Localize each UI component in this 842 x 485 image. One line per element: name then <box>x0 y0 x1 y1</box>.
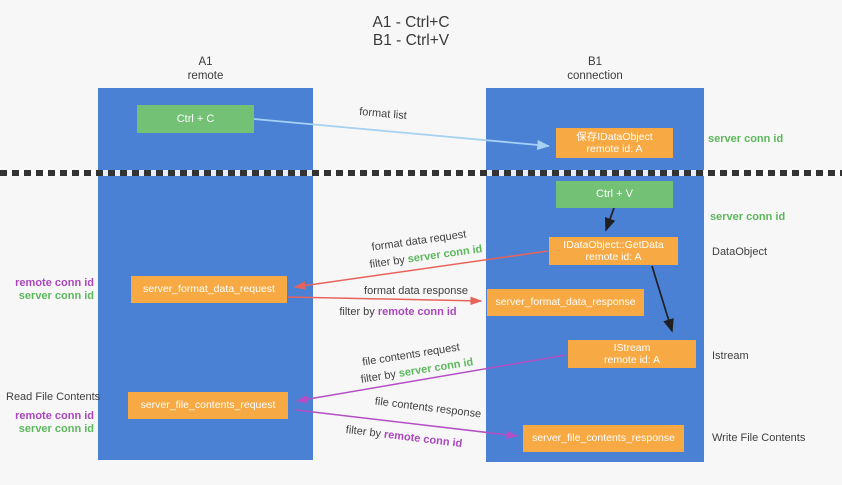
remote-conn-id-text: remote conn id <box>383 428 463 451</box>
annotation-write-file-contents: Write File Contents <box>712 432 806 444</box>
node-idataobject-getdata-line1: IDataObject::GetData <box>563 238 664 251</box>
node-save-dataobject-line2: remote id: A <box>586 143 643 155</box>
annotation-server-conn-id-mid: server conn id <box>710 211 786 223</box>
column-a-header: A1 remote <box>98 55 313 83</box>
column-b-header: B1 connection <box>486 55 704 83</box>
node-istream-line1: IStream <box>613 341 651 354</box>
node-server-file-contents-response: server_file_contents_response <box>523 425 684 452</box>
node-server-format-data-request: server_format_data_request <box>131 276 287 303</box>
title-line-2: B1 - Ctrl+V <box>372 31 450 49</box>
flow-label-format-data-response: format data response <box>364 285 468 297</box>
node-idataobject-getdata: IDataObject::GetData remote id: A <box>549 237 678 265</box>
node-server-format-data-request-label: server_format_data_request <box>143 283 275 296</box>
annotation-remote-conn-id-bottom: remote conn id <box>15 410 94 422</box>
dashed-divider-line <box>0 170 842 176</box>
node-idataobject-getdata-line2: remote id: A <box>585 251 642 263</box>
annotation-remote-conn-id-top: remote conn id <box>15 277 94 289</box>
node-ctrl-c: Ctrl + C <box>137 105 254 133</box>
arrow-format-data-response <box>287 296 483 305</box>
annotation-server-conn-id-top: server conn id <box>708 133 784 145</box>
filter-by-text: filter by <box>339 306 375 318</box>
annotation-read-file-contents: Read File Contents <box>6 391 101 403</box>
node-save-dataobject-line1: 保存IDataObject <box>576 130 653 143</box>
node-server-format-data-response-label: server_format_data_response <box>495 296 636 309</box>
node-save-dataobject: 保存IDataObject remote id: A <box>556 128 673 158</box>
node-istream-line2: remote id: A <box>603 354 661 366</box>
annotation-dataobject: DataObject <box>712 246 768 258</box>
diagram-title: A1 - Ctrl+C B1 - Ctrl+V <box>0 14 822 49</box>
remote-conn-id-text: remote conn id <box>377 306 457 318</box>
node-ctrl-v-label: Ctrl + V <box>596 188 633 201</box>
node-server-format-data-response: server_format_data_response <box>487 289 644 316</box>
annotation-left-conn-ids-top: remote conn id server conn id <box>8 277 94 302</box>
flow-label-file-contents-response: file contents response <box>374 395 482 421</box>
column-a-subtitle: remote <box>187 70 224 82</box>
column-b-name: B1 <box>587 56 603 68</box>
filter-by-text: filter by <box>368 254 406 271</box>
annotation-server-conn-id-left-bottom: server conn id <box>18 422 94 435</box>
annotation-left-conn-ids-bottom: remote conn id server conn id <box>8 410 94 435</box>
node-server-file-contents-request-label: server_file_contents_request <box>140 399 276 412</box>
annotation-istream: Istream <box>712 350 749 362</box>
node-istream: IStream remote id: A <box>568 340 696 368</box>
annotation-server-conn-id-left-top: server conn id <box>18 289 94 302</box>
filter-by-text: filter by <box>345 423 382 441</box>
column-a-name: A1 <box>198 56 213 68</box>
title-line-1: A1 - Ctrl+C <box>372 14 450 31</box>
filter-by-text: filter by <box>359 368 397 386</box>
node-ctrl-c-label: Ctrl + C <box>176 112 215 125</box>
node-server-file-contents-request: server_file_contents_request <box>128 392 288 419</box>
column-b-subtitle: connection <box>567 70 623 82</box>
node-ctrl-v: Ctrl + V <box>556 181 673 208</box>
node-server-file-contents-response-label: server_file_contents_response <box>531 432 675 445</box>
flow-label-format-list: format list <box>358 105 408 123</box>
